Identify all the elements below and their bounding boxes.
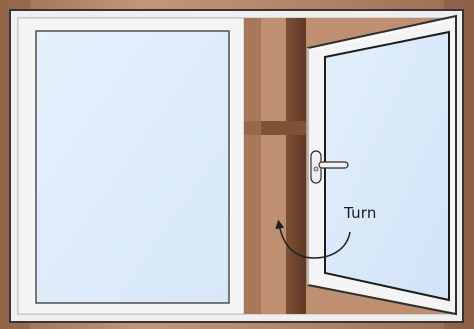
turn-label: Turn xyxy=(344,204,377,222)
left-pane-glass xyxy=(36,31,229,303)
opening-shadow xyxy=(244,18,261,314)
vertical-wall-beam xyxy=(286,18,306,314)
